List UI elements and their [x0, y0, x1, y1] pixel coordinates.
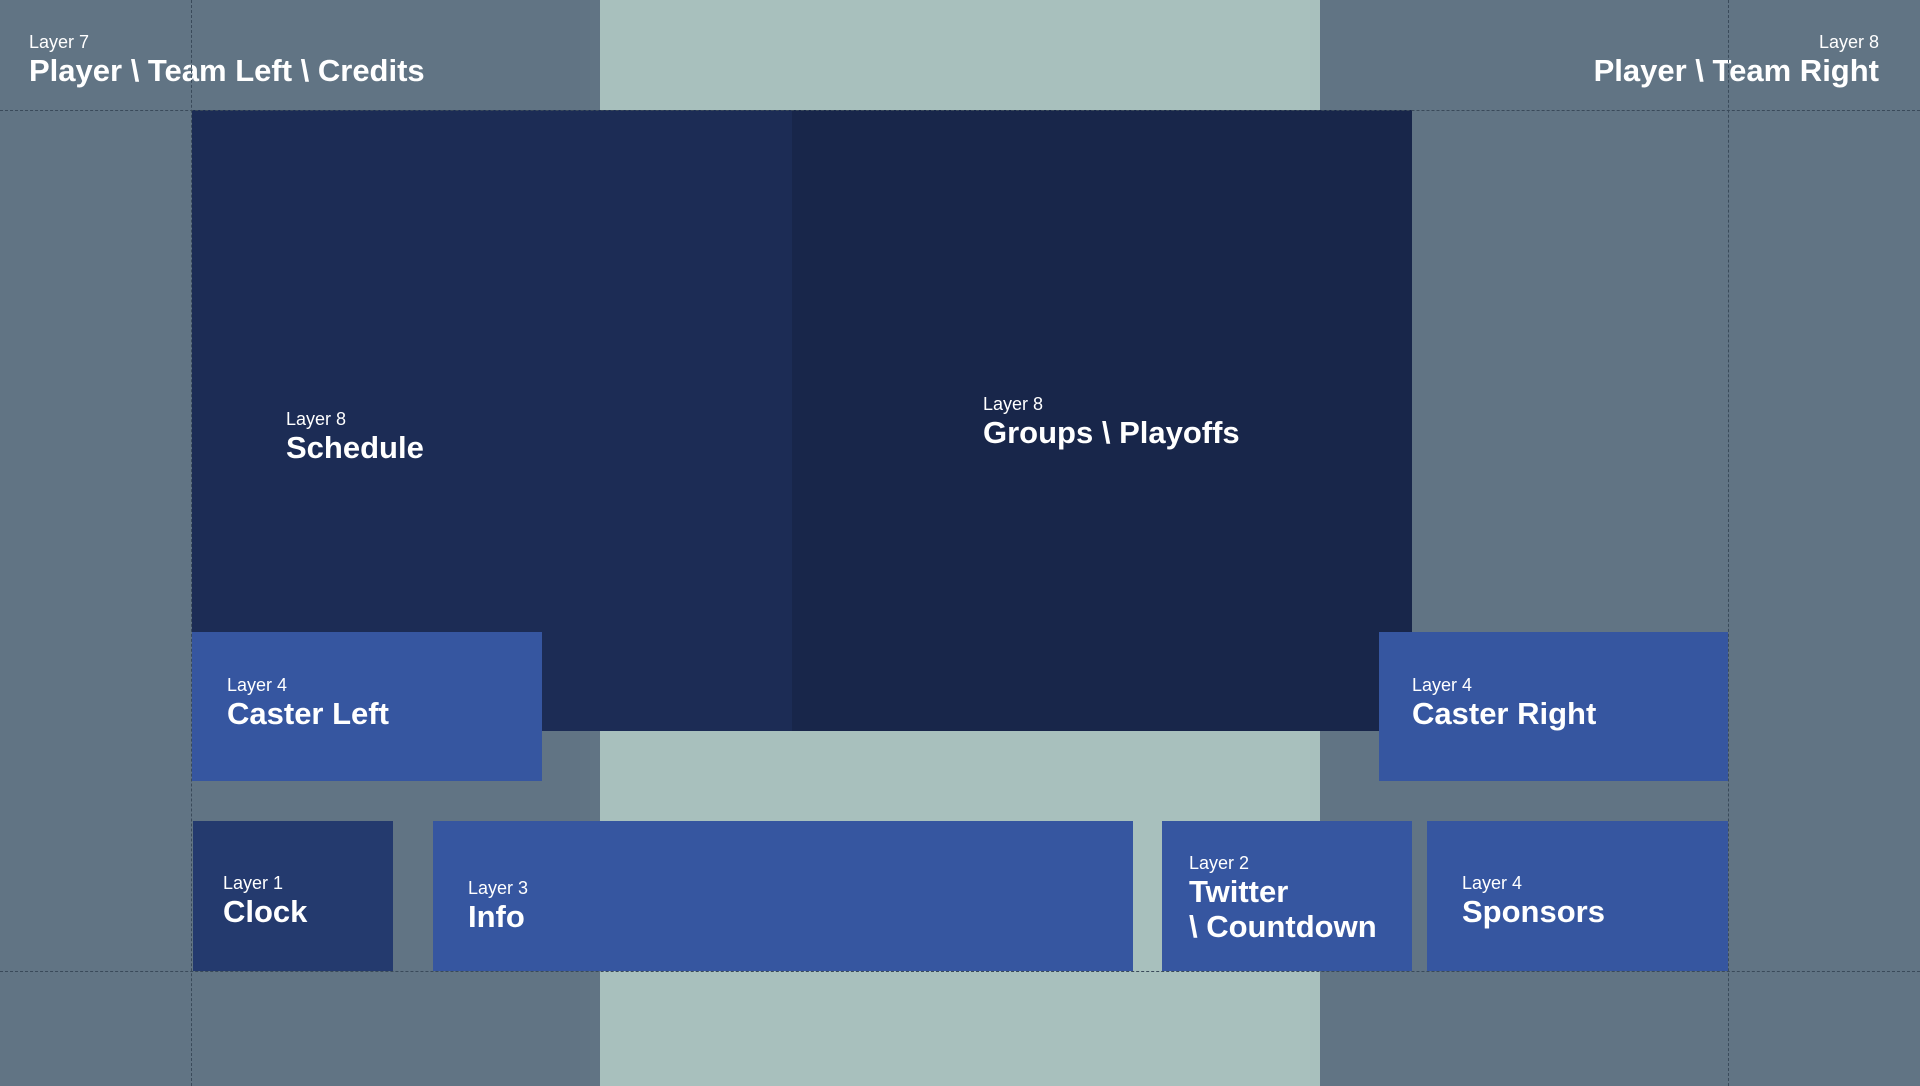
- region-player-right: Layer 8 Player \ Team Right: [1594, 32, 1879, 88]
- info-panel: Layer 3 Info: [433, 821, 1133, 971]
- region-title: Groups \ Playoffs: [983, 414, 1240, 450]
- sponsors-panel: Layer 4 Sponsors: [1427, 821, 1728, 971]
- layer-label: Layer 3: [468, 878, 529, 898]
- guide-line-right: [1728, 0, 1729, 1086]
- region-title: Clock: [223, 893, 308, 929]
- schedule-panel: Layer 8 Schedule: [192, 110, 792, 731]
- groups-playoffs-panel: Layer 8 Groups \ Playoffs: [792, 110, 1412, 731]
- layer-label: Layer 7: [29, 32, 90, 52]
- region-title: Schedule: [286, 429, 424, 465]
- region-caster-left: Layer 4 Caster Left: [227, 675, 389, 731]
- region-title: Info: [468, 898, 525, 934]
- region-title: Caster Left: [227, 695, 389, 731]
- layer-label: Layer 2: [1189, 853, 1250, 873]
- layer-label: Layer 4: [1462, 873, 1523, 893]
- guide-line-left: [191, 0, 192, 1086]
- guide-line-bottom: [0, 971, 1920, 972]
- layer-label: Layer 8: [983, 394, 1044, 414]
- layer-label: Layer 4: [1412, 675, 1473, 695]
- region-groups: Layer 8 Groups \ Playoffs: [983, 394, 1240, 450]
- region-title: Player \ Team Left \ Credits: [29, 52, 425, 88]
- layer-label: Layer 4: [227, 675, 288, 695]
- region-twitter: Layer 2 Twitter \ Countdown: [1189, 853, 1377, 945]
- region-caster-right: Layer 4 Caster Right: [1412, 675, 1596, 731]
- caster-right-panel: Layer 4 Caster Right: [1379, 632, 1728, 781]
- region-info: Layer 3 Info: [468, 878, 528, 934]
- layer-label: Layer 8: [1818, 32, 1879, 52]
- clock-panel: Layer 1 Clock: [193, 821, 393, 971]
- region-schedule: Layer 8 Schedule: [286, 409, 424, 465]
- region-player-left: Layer 7 Player \ Team Left \ Credits: [29, 32, 425, 88]
- layer-label: Layer 8: [286, 409, 347, 429]
- region-title: Twitter \ Countdown: [1189, 873, 1377, 945]
- region-title: Caster Right: [1412, 695, 1597, 731]
- guide-line-top: [0, 110, 1920, 111]
- twitter-countdown-panel: Layer 2 Twitter \ Countdown: [1162, 821, 1412, 971]
- region-sponsors: Layer 4 Sponsors: [1462, 873, 1605, 929]
- caster-left-panel: Layer 4 Caster Left: [192, 632, 542, 781]
- layer-label: Layer 1: [223, 873, 284, 893]
- region-clock: Layer 1 Clock: [223, 873, 307, 929]
- region-title: Sponsors: [1462, 893, 1605, 929]
- region-title: Player \ Team Right: [1593, 52, 1879, 88]
